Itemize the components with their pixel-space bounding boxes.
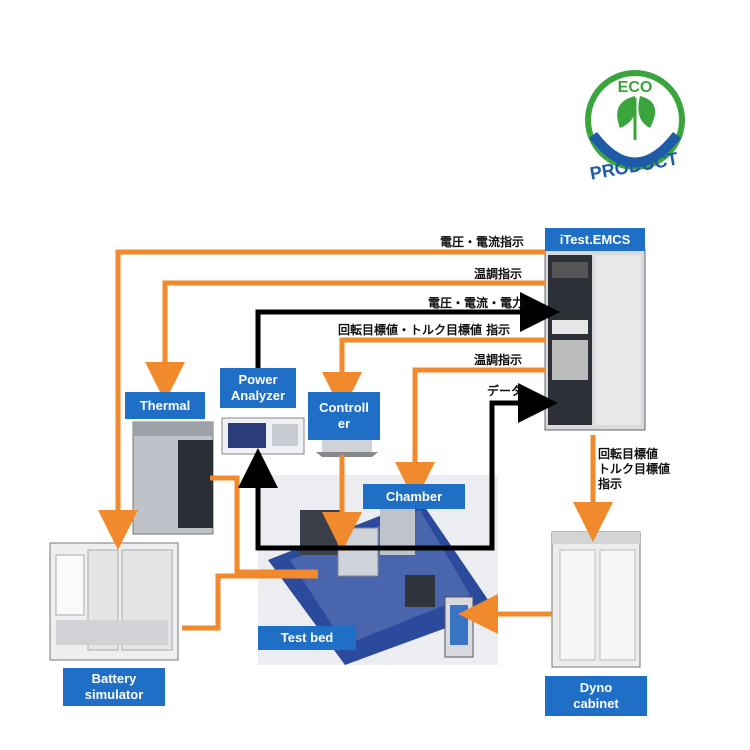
thermal-unit-illustration xyxy=(132,421,214,535)
signal-temp-cmd-1: 温調指示 xyxy=(474,267,523,281)
signal-dyno-line3: 指示 xyxy=(598,477,623,491)
power-analyzer-label: Power Analyzer xyxy=(220,368,296,408)
controller-line1: Controll xyxy=(319,400,369,416)
black-wires xyxy=(238,292,560,551)
battery-simulator-illustration xyxy=(49,542,179,661)
signal-data: データ xyxy=(487,384,524,398)
signal-temp-cmd-2: 温調指示 xyxy=(474,353,523,367)
battery-line2: simulator xyxy=(84,687,144,702)
power-analyzer-line2: Analyzer xyxy=(230,388,286,403)
emcs-cabinet-illustration xyxy=(544,249,646,431)
battery-line1: Battery xyxy=(91,671,137,687)
eco-product-logo: ECO PRODUCT xyxy=(585,70,685,184)
signal-dyno-cmd: 回転目標値 トルク目標値 指示 xyxy=(598,447,670,492)
signal-voltage-current-cmd: 電圧・電流指示 xyxy=(440,235,525,249)
controller-label: Controll er xyxy=(308,392,380,440)
logo-top-text: ECO xyxy=(618,79,653,96)
thermal-label: Thermal xyxy=(125,392,205,419)
power-analyzer-device xyxy=(221,417,305,455)
dyno-line1: Dyno xyxy=(579,680,613,696)
orange-wires xyxy=(98,249,613,634)
controller-line2: er xyxy=(337,416,351,431)
dyno-cabinet-label: Dyno cabinet xyxy=(545,676,647,716)
signal-dyno-line2: トルク目標値 xyxy=(598,462,671,476)
controller-laptop xyxy=(316,436,378,457)
dyno-cabinet-illustration xyxy=(551,531,641,668)
battery-simulator-label: Battery simulator xyxy=(63,668,165,706)
power-analyzer-line1: Power xyxy=(238,372,278,388)
signal-voltage-current-power: 電圧・電流・電力 xyxy=(428,296,525,310)
emcs-label: iTest.EMCS xyxy=(545,228,645,251)
dyno-line2: cabinet xyxy=(573,696,619,711)
signal-speed-torque-cmd: 回転目標値・トルク目標値 指示 xyxy=(338,323,511,337)
test-bed-label: Test bed xyxy=(258,626,356,650)
chamber-label: Chamber xyxy=(363,484,465,509)
signal-dyno-line1: 回転目標値 xyxy=(598,447,659,461)
